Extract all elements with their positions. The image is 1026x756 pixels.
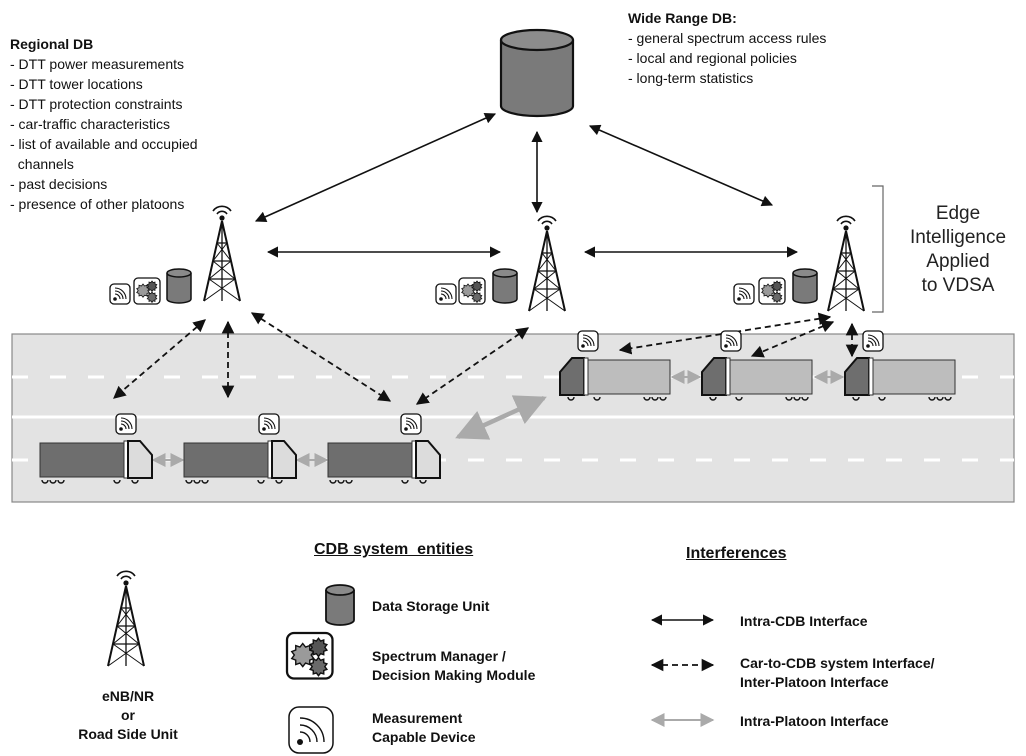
wide-range-db-cylinder-icon <box>499 28 575 118</box>
wide-range-db-item: - local and regional policies <box>628 50 797 66</box>
gears-icon <box>758 277 786 305</box>
tower-middle-icon <box>528 215 566 312</box>
car-to-cdb-arrow <box>250 312 392 402</box>
gears-icon <box>133 277 161 305</box>
measurement-device-icon <box>109 283 131 305</box>
legend-manager-line: Spectrum Manager / <box>372 648 506 664</box>
legend-intra-platoon-label: Intra-Platoon Interface <box>740 713 889 729</box>
edge-intelligence-label: Edge Intelligence Applied to VDSA <box>896 202 1020 298</box>
legend-manager-line: Decision Making Module <box>372 667 536 683</box>
regional-db-item: - list of available and occupied <box>10 136 198 152</box>
legend-car-to-cdb-line: Car-to-CDB system Interface/ <box>740 655 935 671</box>
measurement-device-icon <box>862 330 884 352</box>
regional-db-title: Regional DB <box>10 36 94 52</box>
truck-icon <box>559 357 671 401</box>
legend-measurement-icon <box>288 706 334 754</box>
legend-measurement-label: Measurement Capable Device <box>372 709 476 747</box>
truck-icon <box>701 357 813 401</box>
truck-icon <box>844 357 956 401</box>
wide-range-db-title: Wide Range DB: <box>628 10 737 26</box>
measurement-device-icon <box>115 413 137 435</box>
regional-db-item: - car-traffic characteristics <box>10 116 170 132</box>
interfaces-heading: Interferences <box>686 545 787 562</box>
gears-icon <box>458 277 486 305</box>
storage-cylinder-icon <box>792 268 818 304</box>
measurement-device-icon <box>720 330 742 352</box>
wide-range-db-item: - general spectrum access rules <box>628 30 827 46</box>
legend-measurement-line: Capable Device <box>372 729 476 745</box>
legend-intra-cdb-label: Intra-CDB Interface <box>740 613 868 629</box>
truck-icon <box>39 440 153 484</box>
inter-platoon-arrow <box>455 395 547 440</box>
intra-cdb-arrow <box>588 124 774 207</box>
regional-db-list: - DTT power measurements - DTT tower loc… <box>10 54 198 214</box>
tower-right-icon <box>827 215 865 312</box>
car-to-cdb-arrow <box>415 327 530 405</box>
legend-tower-line: eNB/NR <box>101 688 155 704</box>
edge-label-line: to VDSA <box>921 275 995 296</box>
legend-gears-icon <box>285 631 334 680</box>
entities-heading: CDB system entities <box>314 541 474 558</box>
regional-db-item: - presence of other platoons <box>10 196 185 212</box>
measurement-device-icon <box>733 283 755 305</box>
regional-db-item: - DTT tower locations <box>10 76 143 92</box>
measurement-device-icon <box>435 283 457 305</box>
legend-tower-label: eNB/NR or Road Side Unit <box>66 687 190 744</box>
truck-icon <box>183 440 297 484</box>
regional-db-item: - DTT power measurements <box>10 56 185 72</box>
legend-car-to-cdb-line: Inter-Platoon Interface <box>740 674 889 690</box>
regional-db-item: channels <box>10 156 74 172</box>
measurement-device-icon <box>258 413 280 435</box>
edge-label-line: Applied <box>926 251 990 272</box>
intra-cdb-arrow <box>254 113 497 222</box>
legend-tower-line: or <box>121 707 135 723</box>
truck-icon <box>327 440 441 484</box>
measurement-device-icon <box>400 413 422 435</box>
wide-range-db-item: - long-term statistics <box>628 70 754 86</box>
wide-range-db-list: - general spectrum access rules - local … <box>628 28 826 88</box>
legend-storage-icon <box>325 584 355 626</box>
legend-car-to-cdb-label: Car-to-CDB system Interface/ Inter-Plato… <box>740 654 935 692</box>
legend-measurement-line: Measurement <box>372 710 463 726</box>
edge-label-line: Edge <box>935 203 981 224</box>
edge-label-line: Intelligence <box>909 227 1007 248</box>
legend-tower-line: Road Side Unit <box>78 726 178 742</box>
edge-bracket <box>872 185 884 313</box>
legend-manager-label: Spectrum Manager / Decision Making Modul… <box>372 647 535 685</box>
regional-db-item: - DTT protection constraints <box>10 96 183 112</box>
car-to-cdb-arrow <box>750 320 835 358</box>
regional-db-item: - past decisions <box>10 176 108 192</box>
storage-cylinder-icon <box>166 268 192 304</box>
legend-storage-label: Data Storage Unit <box>372 598 490 614</box>
storage-cylinder-icon <box>492 268 518 304</box>
tower-left-icon <box>203 205 241 302</box>
legend-tower-icon <box>107 570 145 667</box>
measurement-device-icon <box>577 330 599 352</box>
